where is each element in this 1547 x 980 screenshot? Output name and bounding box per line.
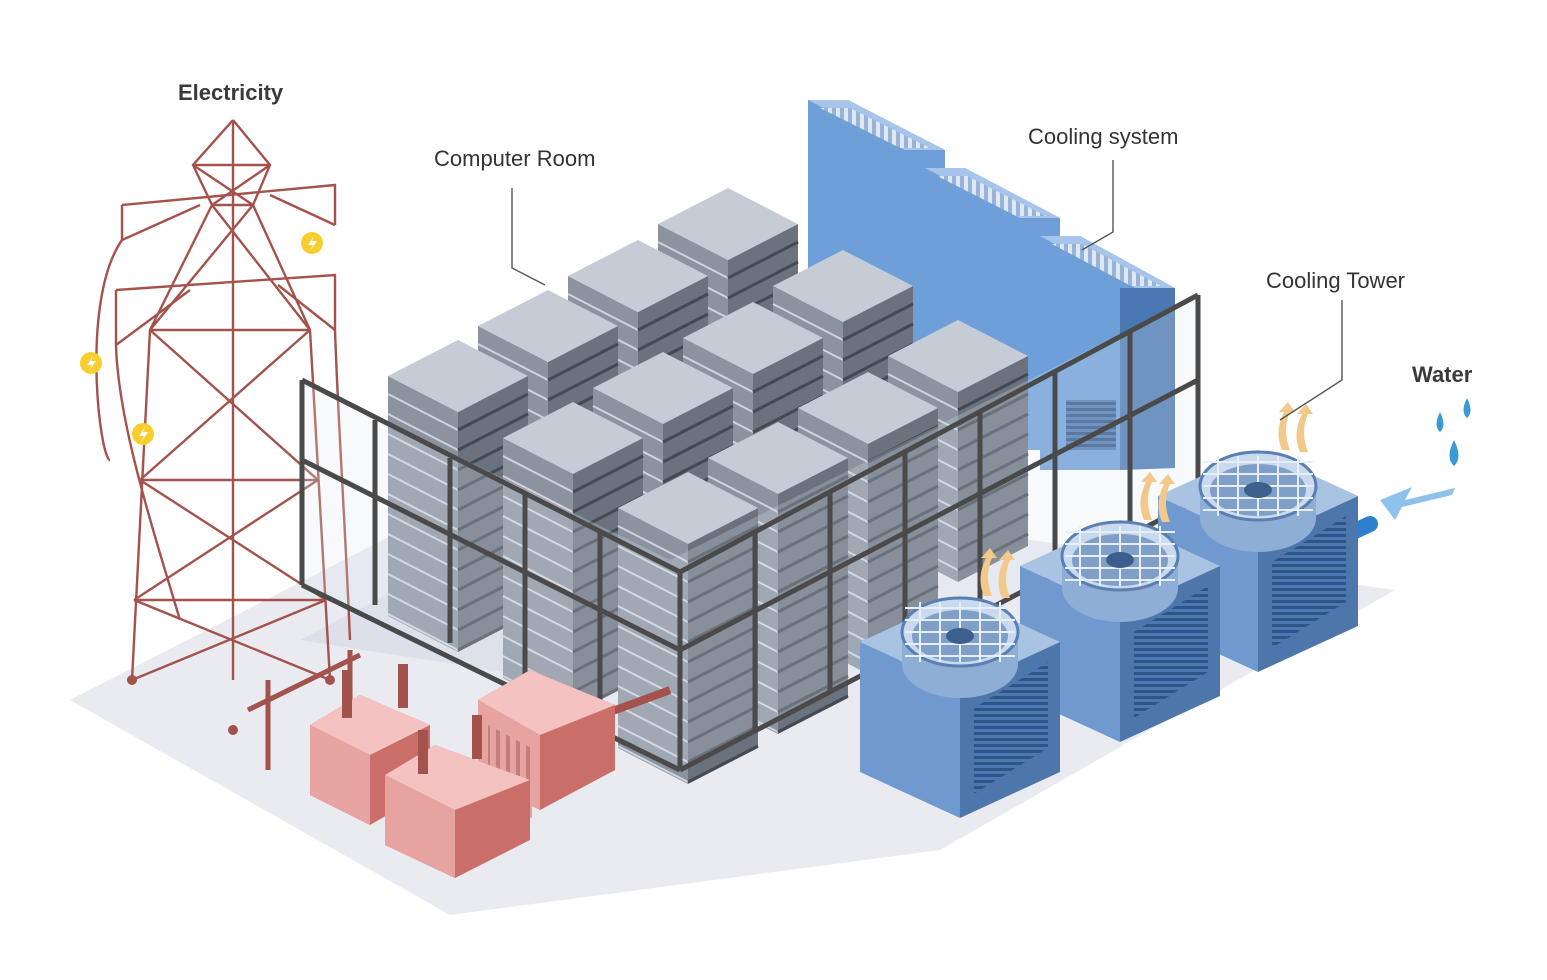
heat-arrow-icon bbox=[998, 550, 1015, 598]
electricity-label: Electricity bbox=[178, 80, 284, 105]
heat-arrow-icon bbox=[1278, 402, 1295, 450]
cooling-tower-unit bbox=[1020, 472, 1220, 742]
water-label: Water bbox=[1412, 362, 1473, 387]
glass-fence bbox=[299, 292, 1201, 773]
heat-arrow-icon bbox=[1158, 474, 1175, 522]
cooling-tower-unit bbox=[860, 548, 1060, 818]
cooling-tower-unit bbox=[1158, 402, 1358, 672]
leader-line-cooling-tower bbox=[1279, 300, 1343, 421]
cooling-tower-group bbox=[860, 402, 1358, 818]
flow-arrow-icon bbox=[1380, 487, 1455, 520]
lightning-bolt-icon bbox=[132, 423, 154, 445]
lightning-bolt-icon bbox=[80, 352, 102, 374]
water-drop-icon bbox=[1436, 412, 1444, 432]
fan-icon bbox=[1106, 552, 1134, 568]
computer-room-label: Computer Room bbox=[434, 146, 596, 171]
leader-line-computer-room bbox=[511, 188, 546, 286]
cooling-tower-label: Cooling Tower bbox=[1266, 268, 1406, 293]
lightning-bolt-icon bbox=[301, 232, 323, 254]
fan-icon bbox=[946, 628, 974, 644]
leader-line-cooling-system bbox=[1081, 160, 1114, 251]
tower-feet bbox=[127, 675, 335, 735]
cooling-system-label: Cooling system bbox=[1028, 124, 1179, 149]
server-rack bbox=[387, 340, 529, 652]
transmission-tower bbox=[95, 119, 352, 682]
transformer bbox=[385, 715, 530, 878]
water-drop-icon bbox=[1449, 440, 1459, 466]
heat-arrow-icon bbox=[1140, 472, 1157, 520]
power-pipe bbox=[608, 686, 672, 716]
fan-icon bbox=[1244, 482, 1272, 498]
heat-arrow-icon bbox=[1296, 404, 1313, 452]
water-drop-icon bbox=[1463, 398, 1471, 418]
heat-arrow-icon bbox=[980, 548, 997, 596]
server-rack bbox=[617, 472, 759, 784]
